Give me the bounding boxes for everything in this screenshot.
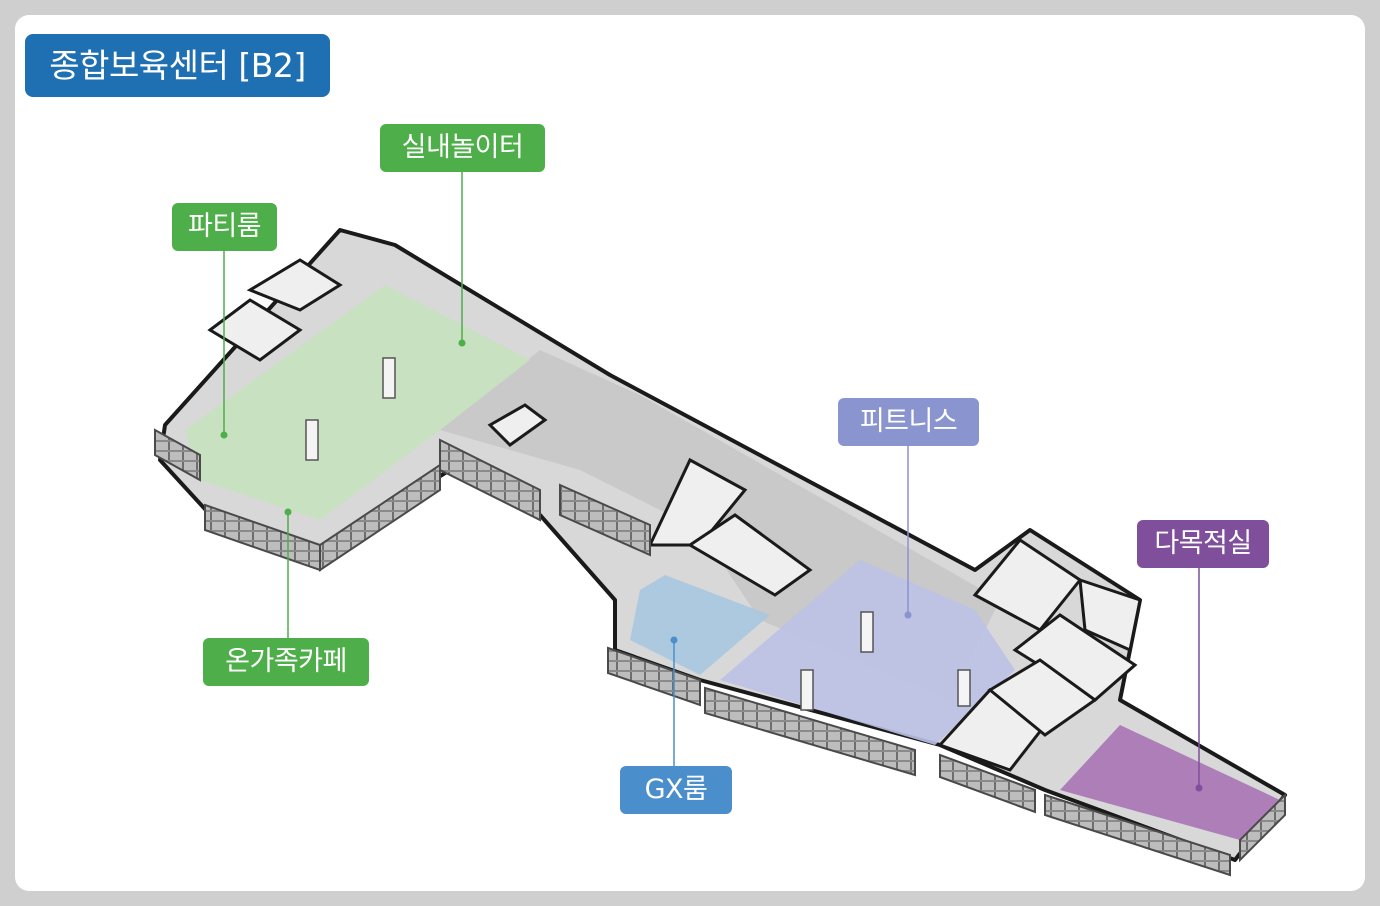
page-title: 종합보육센터 [B2] (25, 34, 330, 97)
label-indoor-playground: 실내놀이터 (380, 124, 545, 172)
label-party-room: 파티룸 (172, 203, 277, 251)
label-multipurpose-room: 다목적실 (1137, 520, 1269, 568)
zone-multipurpose (1060, 725, 1280, 840)
label-family-cafe: 온가족카페 (203, 638, 369, 686)
label-gx-room: GX룸 (620, 766, 732, 814)
zone-gx-room (630, 575, 770, 675)
columns (305, 357, 971, 711)
interior-rooms (207, 258, 1142, 772)
glass-facades (154, 428, 1286, 877)
leader-dots (220, 339, 1203, 792)
leader-lines (223, 172, 1200, 788)
zone-playground-cafe (185, 285, 530, 520)
label-fitness: 피트니스 (838, 398, 979, 446)
